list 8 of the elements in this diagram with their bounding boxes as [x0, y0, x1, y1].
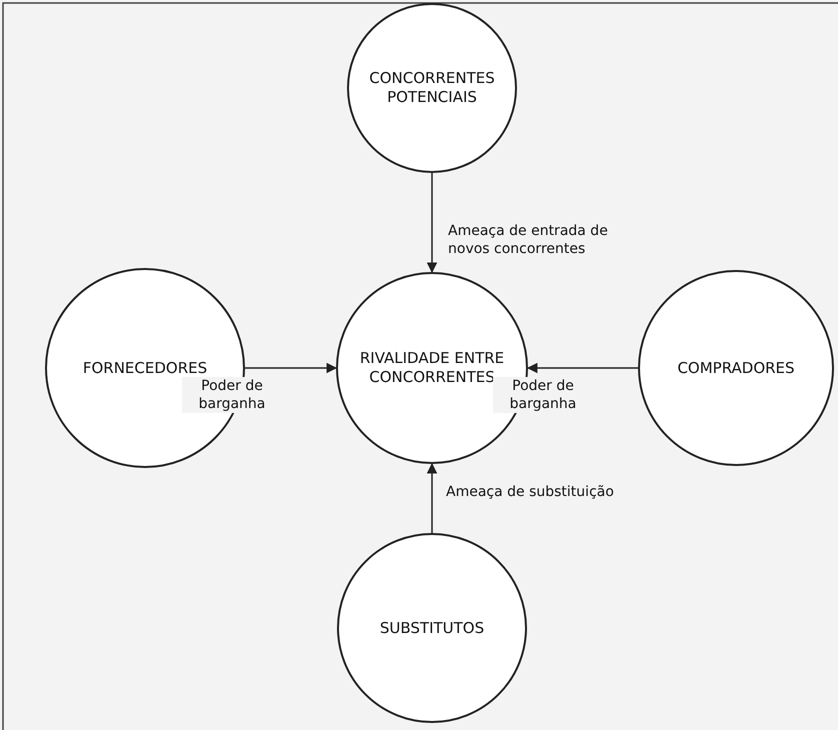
node-label: SUBSTITUTOS	[380, 618, 484, 638]
node-label: FORNECEDORES	[82, 358, 208, 378]
node-label: COMPRADORES	[677, 358, 795, 378]
arrow	[426, 173, 438, 274]
node-label: CONCORRENTES POTENCIAIS	[368, 69, 496, 107]
arrow	[426, 462, 438, 533]
arrow	[245, 362, 338, 374]
arrow	[526, 362, 638, 374]
